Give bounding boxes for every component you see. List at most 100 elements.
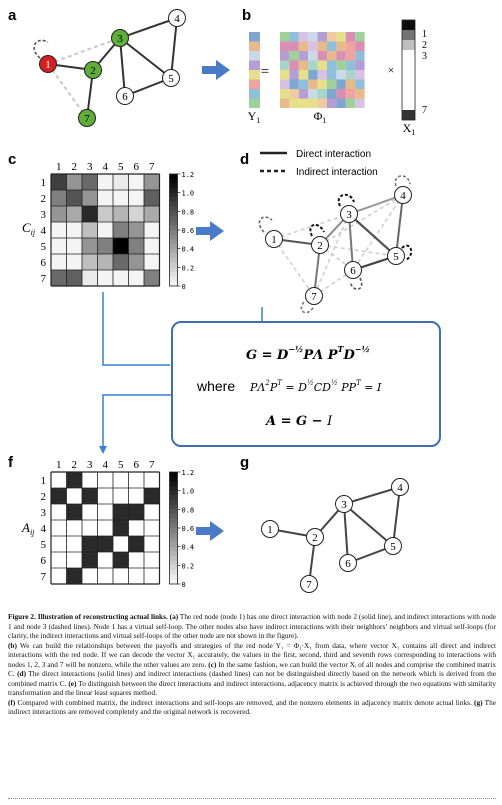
phi1-cell: [308, 60, 318, 70]
x1-cell: [402, 20, 415, 30]
y1-vector: [249, 32, 260, 108]
colorbar-step: [169, 216, 178, 222]
colorbar-step: [169, 565, 178, 571]
colorbar-tick-label: 0.4: [182, 246, 195, 254]
node-a-6-label: 6: [122, 91, 128, 103]
phi1-cell: [280, 51, 290, 61]
colorbar-step: [169, 253, 178, 259]
phi1-cell: [345, 89, 356, 99]
matrix-cell: [51, 254, 67, 270]
matrix-cell: [113, 568, 129, 584]
equation-2: where PΛ2PT = D½CD½ PPT = I: [196, 378, 382, 394]
matrix-cell: [51, 488, 67, 504]
phi1-cell: [289, 98, 299, 108]
row-label: 6: [41, 257, 47, 269]
phi1-cell: [345, 98, 356, 108]
node-d-4-label: 4: [400, 190, 406, 202]
network-g: 1 2 3 4 5 6 7: [261, 478, 409, 593]
matrix-cell: [66, 254, 82, 270]
phi1-cell: [308, 51, 318, 61]
caption-text-b: We can build the relationships between t…: [8, 640, 496, 669]
panel-label-a: a: [8, 7, 17, 24]
x1-cell: [402, 110, 415, 120]
matrix-cell: [113, 190, 129, 206]
node-g-6-label: 6: [345, 558, 351, 570]
phi1-cell: [289, 89, 299, 99]
network-d: 1 2 3 4 5 6 7: [258, 175, 413, 314]
matrix-cell: [66, 520, 82, 536]
phi1-cell: [336, 70, 346, 80]
matrix-cell: [51, 472, 67, 488]
panel-b: = × Y1 Φ1 X1 1 2 3 7: [248, 19, 427, 137]
matrix-cell: [51, 206, 67, 222]
matrix-cell: [144, 536, 160, 552]
arrow-c-to-d: [196, 221, 224, 241]
colorbar-step: [169, 500, 178, 506]
phi1-cell: [298, 79, 309, 89]
matrix-cell: [128, 504, 144, 520]
matrix-cell: [144, 488, 160, 504]
figure-caption: Figure 2. Illustration of reconstructing…: [8, 612, 496, 717]
matrix-cell: [144, 270, 160, 286]
matrix-cell: [97, 238, 113, 254]
phi1-cell: [317, 89, 327, 99]
col-label: 5: [118, 161, 124, 173]
colorbar-step: [169, 532, 178, 538]
phi1-cell: [317, 70, 327, 80]
row-label: 3: [41, 209, 47, 221]
phi1-cell: [308, 79, 318, 89]
colorbar-step: [169, 504, 178, 510]
matrix-cell: [66, 238, 82, 254]
matrix-cell: [97, 472, 113, 488]
col-label: 7: [149, 459, 155, 471]
colorbar-step: [169, 523, 178, 529]
matrix-cell: [51, 238, 67, 254]
caption-text-g: The indirect interactions are removed co…: [8, 697, 496, 717]
y1-label: Y1: [248, 109, 261, 125]
matrix-cell: [97, 206, 113, 222]
col-label: 3: [87, 459, 93, 471]
y1-cell: [249, 60, 260, 70]
phi1-cell: [345, 41, 356, 51]
node-d-6-label: 6: [350, 265, 356, 277]
colorbar-step: [169, 225, 178, 231]
colorbar-step: [169, 220, 178, 226]
matrix-cell: [51, 568, 67, 584]
node-d-5-label: 5: [393, 251, 399, 263]
matrix-cell: [66, 206, 82, 222]
phi1-cell: [289, 70, 299, 80]
phi1-cell: [289, 60, 299, 70]
phi1-cell: [327, 98, 337, 108]
matrix-cell: [113, 552, 129, 568]
x1-row-label-7: 7: [422, 105, 427, 116]
matrix-cell: [82, 568, 98, 584]
equals-sign: =: [261, 64, 269, 80]
colorbar-step: [169, 556, 178, 562]
matrix-cell: [128, 174, 144, 190]
x1-cell: [402, 40, 415, 50]
matrix-cell: [113, 488, 129, 504]
matrix-cell: [144, 222, 160, 238]
matrix-cell: [51, 552, 67, 568]
col-label: 2: [72, 161, 78, 173]
node-g-3-label: 3: [341, 499, 347, 511]
matrix-cell: [97, 254, 113, 270]
node-d-7-label: 7: [311, 291, 317, 303]
matrix-cell: [128, 520, 144, 536]
phi1-cell: [308, 98, 318, 108]
phi1-cell: [317, 41, 327, 51]
x1-row-label-3: 3: [422, 51, 427, 62]
matrix-cell: [82, 552, 98, 568]
colorbar-step: [169, 192, 178, 198]
colorbar-step: [169, 546, 178, 552]
matrix-cell: [144, 254, 160, 270]
col-label: 5: [118, 459, 124, 471]
colorbar-step: [169, 490, 178, 496]
arrow-a-to-b: [202, 60, 230, 80]
colorbar-step: [169, 495, 178, 501]
colorbar-step: [169, 272, 178, 278]
col-label: 1: [56, 161, 62, 173]
node-g-7-label: 7: [306, 579, 312, 591]
caption-text-d: The direct interactions (solid lines) an…: [8, 669, 496, 688]
